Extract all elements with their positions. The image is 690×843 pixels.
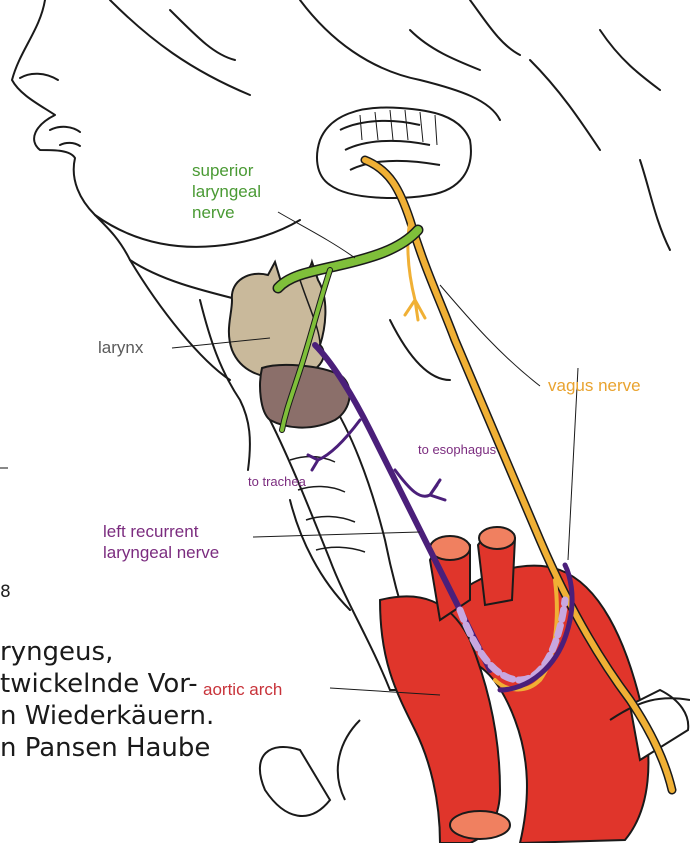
left-recurrent-label: left recurrent laryngeal nerve <box>103 521 219 563</box>
page-number: 8 <box>0 582 11 602</box>
to-trachea-label: to trachea <box>248 474 306 490</box>
background-text-line-4: n Pansen Haube <box>0 732 210 764</box>
superior-laryngeal-label: superior laryngeal nerve <box>192 160 261 223</box>
background-text-line-2: twickelnde Vor- <box>0 668 198 700</box>
larynx-label: larynx <box>98 337 143 358</box>
background-text-line-1: ryngeus, <box>0 636 113 668</box>
aortic-arch <box>260 527 690 843</box>
to-esophagus-label: to esophagus <box>418 442 496 458</box>
aortic-arch-label: aortic arch <box>203 679 282 700</box>
background-text-line-3: n Wiederkäuern. <box>0 700 214 732</box>
vagus-nerve-label: vagus nerve <box>548 375 641 396</box>
